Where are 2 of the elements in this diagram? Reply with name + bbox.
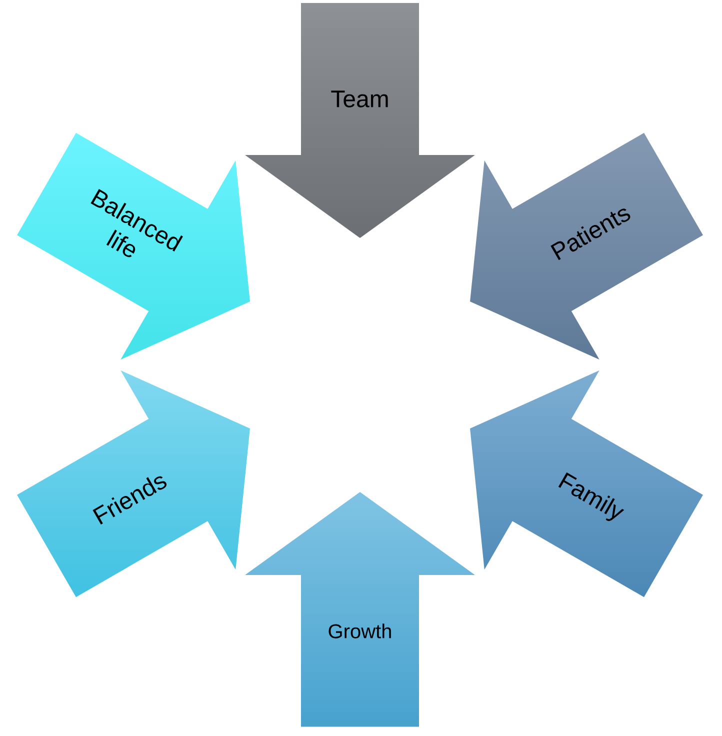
block-arrow: Team	[331, 90, 388, 108]
block-arrow: Growth	[328, 624, 391, 638]
